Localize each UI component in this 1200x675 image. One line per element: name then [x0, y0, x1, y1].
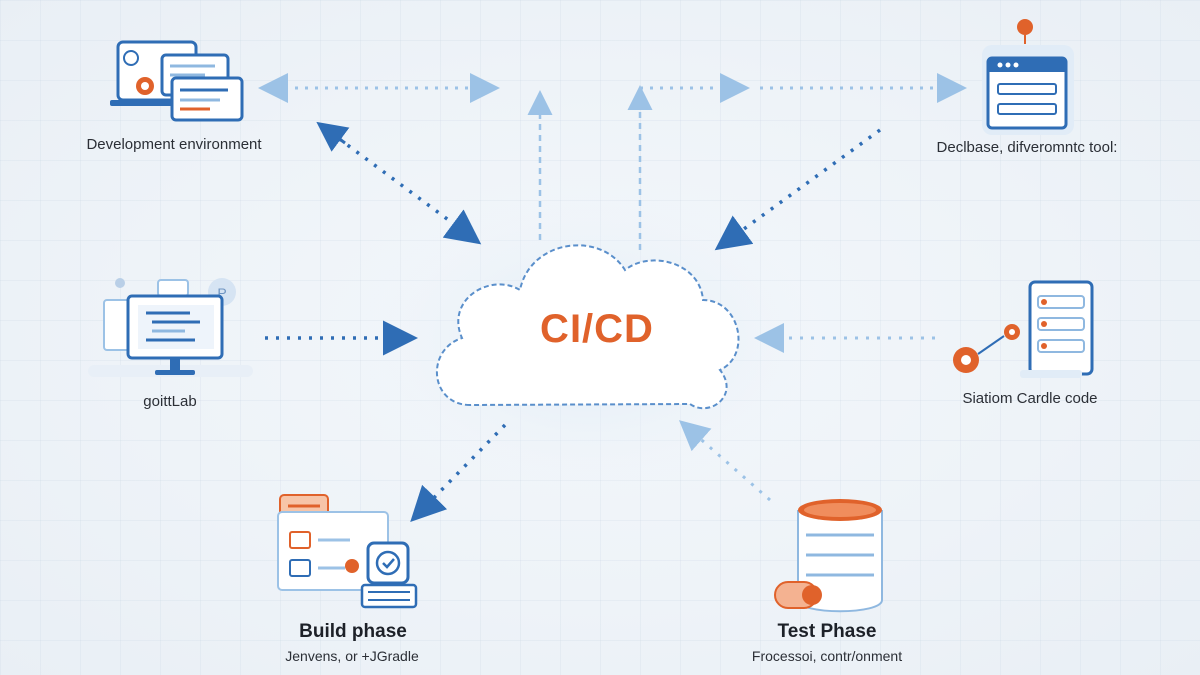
- svg-text:P: P: [217, 285, 226, 301]
- cicd-cloud: [436, 244, 740, 410]
- gitlab-label: goittLab: [143, 393, 197, 410]
- build-phase-title: Build phase: [299, 621, 407, 642]
- database-icon: [774, 499, 883, 613]
- test-phase-subtitle: Frocessoi, contr/onment: [751, 648, 903, 664]
- code-station-label: Siatiom Cardle code: [962, 390, 1098, 407]
- deploy-tool-label: Declbase, difveromntc tool:: [936, 139, 1118, 156]
- connector-diag-bottom-right: [678, 420, 771, 502]
- connectors: [258, 73, 967, 523]
- cicd-title: CI/CD: [540, 307, 654, 351]
- deploy-window-icon: [982, 19, 1074, 135]
- build-tools-icon: [277, 494, 418, 609]
- connector-diag-top-left-head: [316, 121, 350, 152]
- gear-list-icon: [953, 280, 1094, 378]
- connector-diag-top-right: [714, 128, 882, 251]
- monitor-code-icon: P: [88, 278, 253, 377]
- dev-env-label: Development environment: [86, 136, 262, 153]
- test-phase-title: Test Phase: [777, 621, 877, 642]
- build-phase-subtitle: Jenvens, or +JGradle: [285, 648, 419, 664]
- connector-diag-bottom-left: [410, 423, 507, 523]
- code-editor-icon: [110, 40, 244, 122]
- connector-diag-top-left: [328, 130, 482, 245]
